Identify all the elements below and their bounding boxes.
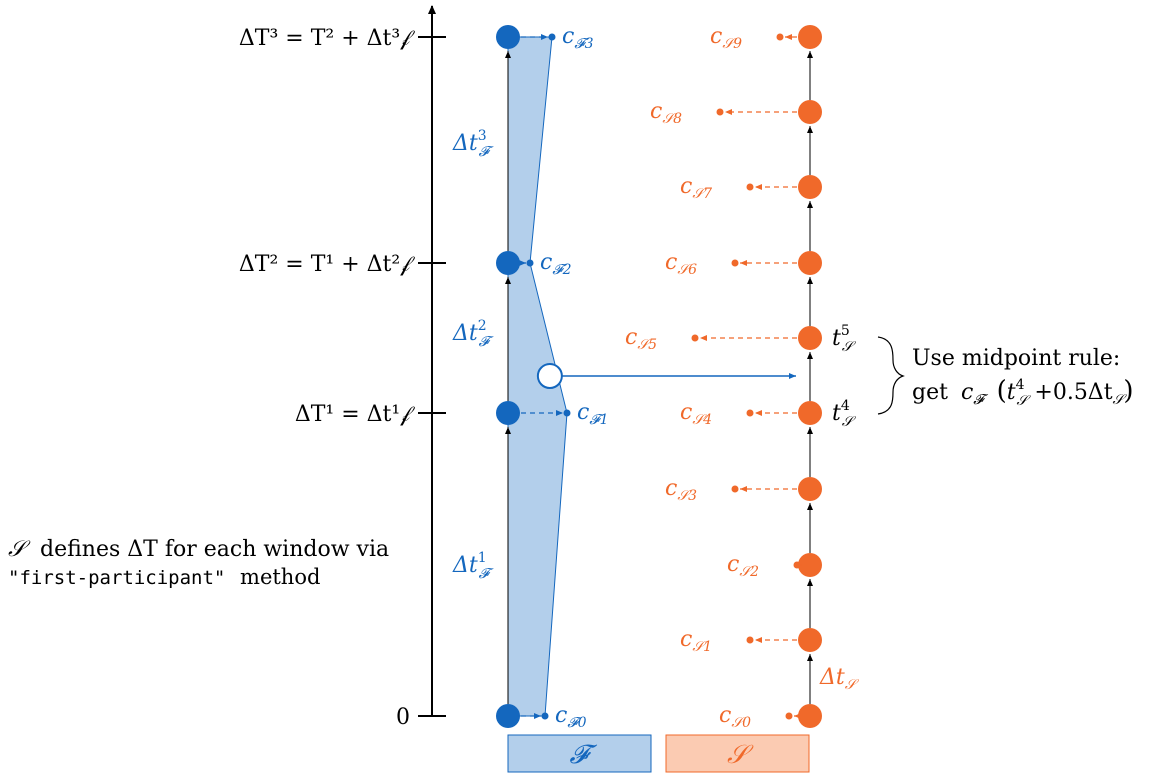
- midpoint-marker: [536, 363, 563, 389]
- solid-checkpoint-label-7: c𝒮7: [680, 174, 712, 202]
- axis-tick-label-0: 0: [396, 705, 410, 730]
- solid-checkpoint-label-6: c𝒮6: [665, 250, 697, 278]
- fluid-participant-box: [507, 734, 652, 773]
- solid-time-node-2: [798, 553, 822, 577]
- solid-checkpoint-dot-4: [746, 409, 754, 417]
- annotation-solid-symbol: 𝒮: [8, 537, 31, 562]
- solid-step-label: Δt𝒮: [819, 665, 860, 693]
- fluid-checkpoint-label-2: c𝓕2: [540, 250, 572, 278]
- fluid-checkpoint-dot-1: [563, 409, 571, 417]
- solid-checkpoint-dot-7: [746, 183, 754, 191]
- solid-time-node-4: [798, 401, 822, 425]
- annotation-line1-text: defines ΔT for each window via: [40, 537, 389, 562]
- solid-checkpoint-dot-2: [793, 561, 801, 569]
- solid-checkpoint-label-1: c𝒮1: [680, 627, 712, 655]
- fluid-checkpoint-dot-2: [526, 259, 534, 267]
- solid-checkpoint-label-0: c𝒮0: [719, 703, 751, 731]
- annotation-code: "first-participant": [8, 567, 225, 589]
- annotation-line2: "first-participant" method: [8, 565, 320, 589]
- fluid-checkpoint-dot-3: [548, 33, 556, 41]
- solid-time-node-8: [798, 100, 822, 124]
- axis-tick-label-2: ΔT² = T¹ + Δt²𝒻: [239, 252, 415, 277]
- solid-checkpoint-dot-9: [776, 33, 784, 41]
- solid-participant-box: [665, 734, 810, 773]
- solid-checkpoint-dot-8: [716, 108, 724, 116]
- fluid-time-node-0: [496, 704, 520, 728]
- fluid-checkpoint-dot-0: [541, 712, 549, 720]
- solid-time-node-0: [798, 704, 822, 728]
- solid-checkpoint-label-3: c𝒮3: [665, 476, 697, 504]
- midpoint-rule-line1: Use midpoint rule:: [912, 346, 1120, 371]
- solid-checkpoint-label-2: c𝒮2: [727, 552, 759, 580]
- annotation-line1: 𝒮 defines ΔT for each window via: [8, 537, 389, 562]
- axis-tick-label-3: ΔT³ = T² + Δt³𝒻: [239, 26, 415, 51]
- solid-checkpoint-label-4: c𝒮4: [680, 400, 712, 428]
- solid-checkpoint-dot-1: [746, 636, 754, 644]
- solid-checkpoint-dot-0: [785, 712, 793, 720]
- fluid-time-node-2: [496, 251, 520, 275]
- axis-tick-label-1: ΔT¹ = Δt¹𝒻: [295, 402, 415, 427]
- fluid-checkpoint-label-1: c𝓕1: [577, 400, 609, 428]
- solid-time-node-5: [798, 326, 822, 350]
- fluid-time-node-1: [496, 401, 520, 425]
- solid-checkpoint-label-5: c𝒮5: [625, 325, 657, 353]
- fluid-time-node-3: [496, 25, 520, 49]
- midpoint-brace: [877, 336, 905, 415]
- solid-checkpoint-dot-3: [731, 485, 739, 493]
- solid-checkpoint-dot-5: [691, 334, 699, 342]
- annotation-line2-text: method: [240, 565, 320, 589]
- solid-time-node-9: [798, 25, 822, 49]
- solid-time-node-3: [798, 477, 822, 501]
- solid-checkpoint-dot-6: [731, 259, 739, 267]
- solid-time-node-7: [798, 175, 822, 199]
- fluid-checkpoint-label-3: c𝓕3: [562, 24, 594, 52]
- solid-time-node-6: [798, 251, 822, 275]
- solid-checkpoint-label-9: c𝒮9: [710, 24, 742, 52]
- solid-checkpoint-label-8: c𝒮8: [650, 99, 682, 127]
- fluid-checkpoint-label-0: c𝓕0: [555, 703, 587, 731]
- solid-time-node-1: [798, 628, 822, 652]
